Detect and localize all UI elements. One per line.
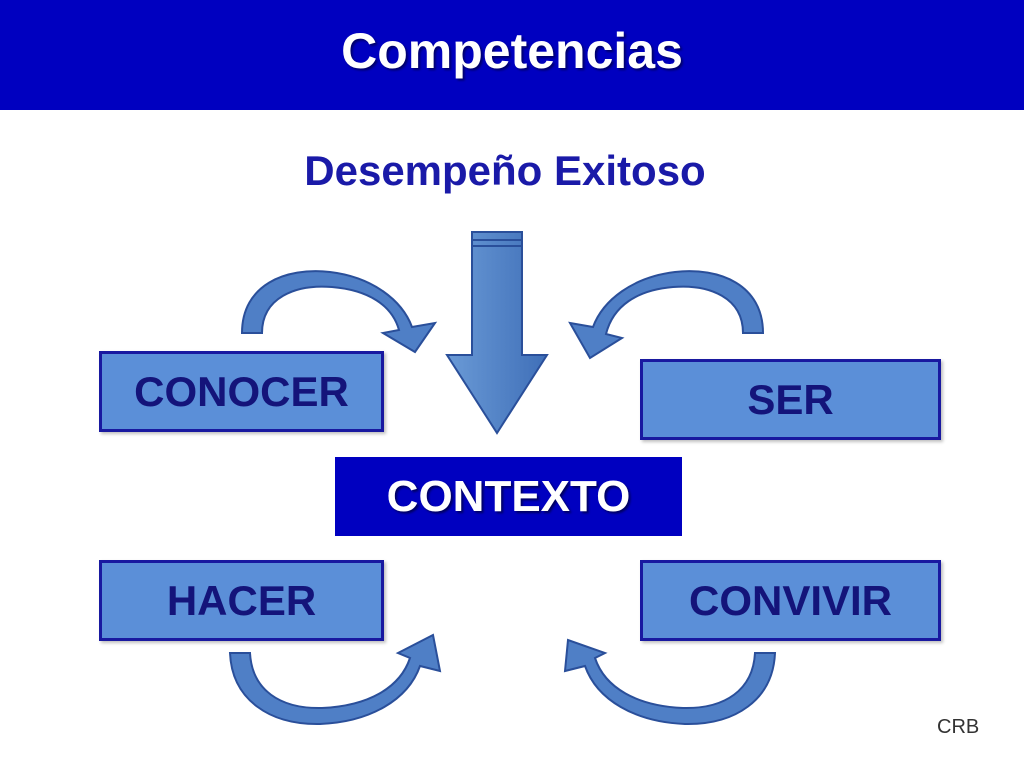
box-convivir: CONVIVIR [640, 560, 941, 641]
box-hacer: HACER [99, 560, 384, 641]
box-ser: SER [640, 359, 941, 440]
author-initials: CRB [937, 716, 980, 738]
curved-arrow-top-right-icon [568, 270, 765, 360]
box-contexto: CONTEXTO [335, 457, 682, 536]
curved-arrow-bottom-right-icon [563, 638, 777, 726]
down-arrow-icon [445, 231, 549, 435]
title-bar: Competencias [0, 0, 1024, 110]
curved-arrow-top-left-icon [240, 270, 438, 354]
curved-arrow-bottom-left-icon [228, 633, 442, 726]
slide-title: Competencias [341, 23, 683, 79]
subtitle: Desempeño Exitoso [304, 147, 706, 194]
box-conocer: CONOCER [99, 351, 384, 432]
